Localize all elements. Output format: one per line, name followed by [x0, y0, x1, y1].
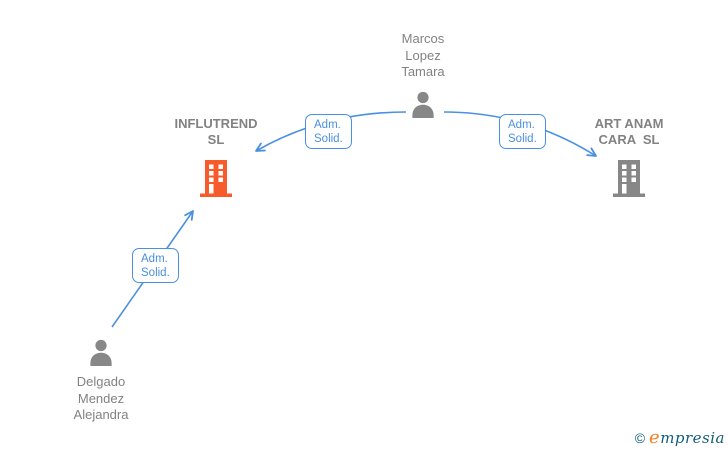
edge-label-line: Solid.	[141, 267, 170, 279]
person-icon	[412, 91, 434, 118]
empresia-logo[interactable]: © empresia	[635, 427, 725, 448]
company-name-label: ART ANAM CARA SL	[595, 116, 664, 148]
label-line: Mendez	[77, 390, 125, 406]
node-person-delgado-mendez-alejandra[interactable]: Delgado Mendez Alejandra	[47, 337, 155, 424]
label-line: SL	[207, 132, 225, 147]
label-line: ART ANAM	[594, 116, 664, 131]
label-line: Tamara	[401, 64, 445, 79]
node-company-art-anam-cara-sl[interactable]: ART ANAM CARA SL	[576, 116, 682, 199]
label-line: INFLUTREND	[174, 116, 258, 131]
brand-wordmark: empresia	[649, 427, 725, 448]
brand-rest: mpresia	[660, 429, 725, 447]
edge-label-line: Adm.	[508, 119, 535, 131]
edge-label-line: Solid.	[508, 133, 537, 145]
label-line: Alejandra	[73, 407, 129, 422]
edge-label-line: Solid.	[314, 133, 343, 145]
edge-label-marcos-to-artanam: Adm. Solid.	[499, 114, 546, 149]
person-name-label: Delgado Mendez Alejandra	[74, 374, 129, 424]
label-line: Marcos	[401, 31, 445, 46]
label-line: Delgado	[76, 374, 126, 389]
building-icon	[613, 160, 645, 197]
company-name-label: INFLUTREND SL	[174, 116, 257, 148]
copyright-icon: ©	[634, 430, 646, 446]
person-name-label: Marcos Lopez Tamara	[401, 31, 444, 81]
edge-label-line: Adm.	[141, 253, 168, 265]
label-line: CARA SL	[598, 132, 660, 147]
edge-label-marcos-to-influtrend: Adm. Solid.	[305, 114, 352, 149]
node-company-influtrend-sl[interactable]: INFLUTREND SL	[163, 116, 269, 199]
node-person-marcos-lopez-tamara[interactable]: Marcos Lopez Tamara	[369, 31, 477, 121]
brand-initial: e	[649, 427, 661, 448]
building-icon	[200, 160, 232, 197]
edge-label-delgado-to-influtrend: Adm. Solid.	[132, 248, 179, 283]
person-icon	[90, 339, 112, 366]
label-line: Lopez	[405, 47, 441, 63]
edge-label-line: Adm.	[314, 119, 341, 131]
